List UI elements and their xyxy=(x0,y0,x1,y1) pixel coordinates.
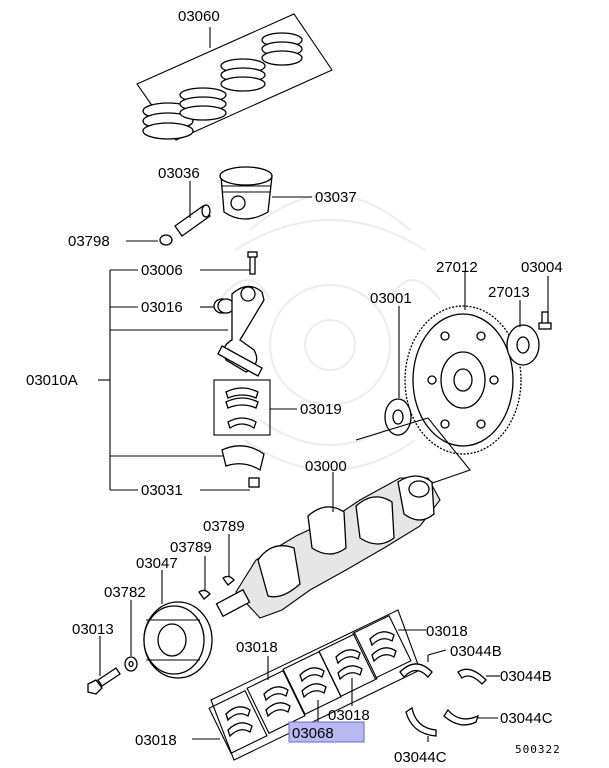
label-03060: 03060 xyxy=(178,8,220,25)
conrod-bearing-part[interactable] xyxy=(213,379,271,436)
crank-sprocket-part[interactable] xyxy=(143,601,213,679)
woodruff-key-lower-part[interactable] xyxy=(198,589,211,600)
thrust-washer-lower-left-part[interactable] xyxy=(405,706,437,737)
label-03044b-upper-right: 03044B xyxy=(500,668,552,685)
label-03782: 03782 xyxy=(104,584,146,601)
conrod-bushing-part[interactable] xyxy=(213,298,235,314)
sheet-code: 500322 xyxy=(515,743,561,756)
label-03031: 03031 xyxy=(141,482,183,499)
label-27012: 27012 xyxy=(436,259,478,276)
crankshaft-part[interactable] xyxy=(215,475,441,619)
conrod-cap-part[interactable] xyxy=(221,445,265,472)
piston-part[interactable] xyxy=(219,166,273,220)
flywheel-bolt-part[interactable] xyxy=(538,311,552,330)
label-03047: 03047 xyxy=(136,555,178,572)
label-03068[interactable]: 03068 xyxy=(292,725,334,742)
label-03789-lower: 03789 xyxy=(170,539,212,556)
label-03044c-lower-left: 03044C xyxy=(394,749,447,766)
conrod-part[interactable] xyxy=(217,285,265,377)
piston-pin-part[interactable] xyxy=(174,204,211,237)
adapter-plate-part[interactable] xyxy=(506,324,540,366)
thrust-washer-upper-right-part[interactable] xyxy=(457,668,487,685)
highlight-box-03068 xyxy=(288,721,365,743)
conrod-bolt-part[interactable] xyxy=(247,251,258,275)
drive-plate-part[interactable] xyxy=(404,305,522,455)
watermark-emblem xyxy=(219,194,441,471)
label-03036: 03036 xyxy=(158,165,200,182)
thrust-washer-upper-left-part[interactable] xyxy=(399,663,433,678)
label-03000: 03000 xyxy=(305,458,347,475)
label-03019: 03019 xyxy=(300,401,342,418)
label-03001: 03001 xyxy=(370,290,412,307)
label-03789-upper: 03789 xyxy=(203,518,245,535)
label-03798: 03798 xyxy=(68,233,110,250)
label-03016: 03016 xyxy=(141,299,183,316)
label-27013: 27013 xyxy=(488,284,530,301)
crank-washer-part[interactable] xyxy=(124,656,138,672)
crank-adapter-part[interactable] xyxy=(384,398,412,436)
conrod-nut-part[interactable] xyxy=(248,477,260,488)
thrust-washer-lower-right-part[interactable] xyxy=(443,708,480,726)
label-03044c-lower-right: 03044C xyxy=(500,710,553,727)
label-03044b-upper-left: 03044B xyxy=(450,643,502,660)
label-03004: 03004 xyxy=(521,259,563,276)
label-03018-mid: 03018 xyxy=(328,707,370,724)
label-03018-bottom: 03018 xyxy=(135,732,177,749)
pin-clip-part[interactable] xyxy=(159,234,173,246)
woodruff-key-upper-part[interactable] xyxy=(222,575,235,586)
label-03013: 03013 xyxy=(72,621,114,638)
label-03018-top: 03018 xyxy=(236,639,278,656)
crank-bolt-part[interactable] xyxy=(87,667,121,695)
label-03010a: 03010A xyxy=(26,372,78,389)
label-03006: 03006 xyxy=(141,262,183,279)
label-03018-upper-right: 03018 xyxy=(426,623,468,640)
piston-rings-part[interactable] xyxy=(136,13,333,141)
label-03037: 03037 xyxy=(315,189,357,206)
